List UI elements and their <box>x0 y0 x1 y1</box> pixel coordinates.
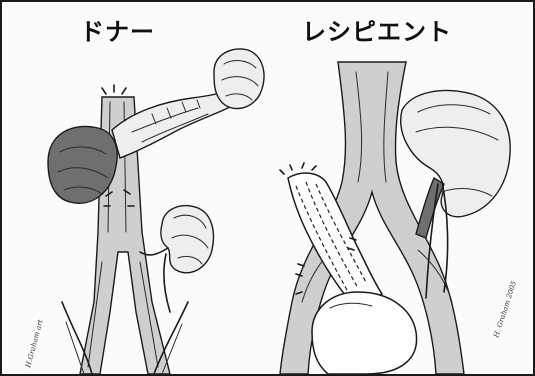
donor-spleen <box>214 49 264 109</box>
donor-signature: H.Graham art <box>24 319 45 370</box>
recipient-signature: H. Graham 2005 <box>492 279 518 339</box>
recipient-illustration: H. Graham 2005 <box>280 62 518 374</box>
donor-illustration: H.Graham art <box>24 49 264 374</box>
recipient-bladder <box>312 292 417 374</box>
